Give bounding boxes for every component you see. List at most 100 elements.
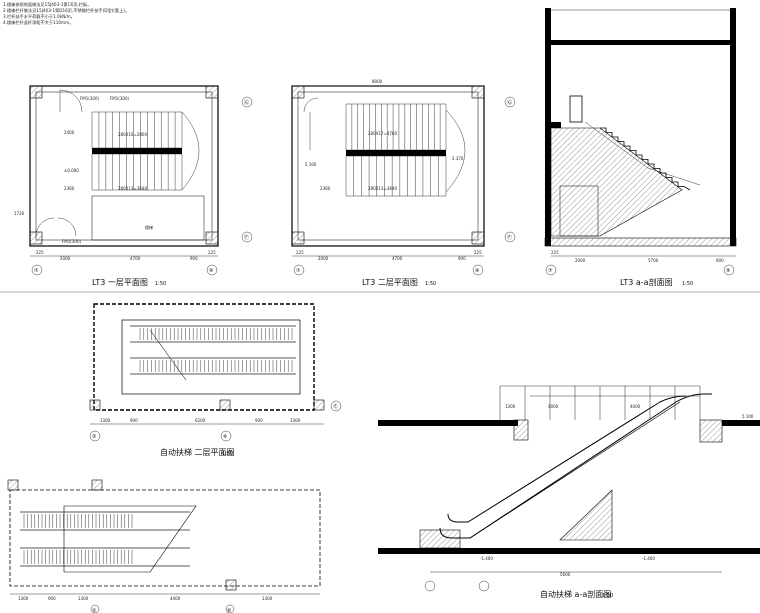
level-label: -1.400 <box>642 556 655 561</box>
stair-mass <box>550 127 683 237</box>
dimension: 1300 <box>262 596 273 601</box>
dimension: 1720 <box>14 211 25 216</box>
stair-landing-beam <box>92 148 182 154</box>
note-line: 4.楼梯栏杆竖杆净距不大于110mm。 <box>3 19 73 26</box>
grid-bubble: ⑧ <box>475 268 480 274</box>
dimension: 1300 <box>18 596 29 601</box>
column <box>205 231 219 245</box>
plan-label: FM1(300) <box>62 239 81 244</box>
dimension: 4700 <box>130 256 141 261</box>
grid-bubble: Ⓖ <box>244 99 249 106</box>
column <box>89 399 101 411</box>
grid-bubble: Ⓔ <box>333 403 338 410</box>
plan-outline <box>9 489 321 587</box>
plan-label: 280X10=2800 <box>118 132 147 137</box>
plan-label: 2.370 <box>452 156 464 161</box>
plan-label: 280X17=4760 <box>368 131 397 136</box>
level-label: 5.100 <box>742 414 754 419</box>
dimension: 900 <box>48 596 56 601</box>
escalator-pit <box>559 489 613 541</box>
esc-plan2-drawing: 1300 900 6200 900 1300 ⑤ ⑥ Ⓔ 自动扶梯 二层平面图 … <box>89 303 342 457</box>
grid-bubble: ⑦ <box>296 268 301 274</box>
escalator-handrail <box>439 393 712 539</box>
stair-arrow <box>445 109 466 193</box>
lt3-plan2-drawing: 8000 5.100 280X17=4760 280X13=3640 2.370… <box>291 79 516 287</box>
general-notes: 1.楼梯参照地面做法见15J403-1第C6页,栏板。 2.楼梯栏杆做法见15J… <box>3 1 129 26</box>
dimension: 4000 <box>630 404 641 409</box>
dimension: 5600 <box>560 572 571 577</box>
plan-label: FM1(300) <box>80 96 99 101</box>
dimension: 900 <box>458 256 466 261</box>
column <box>205 85 219 99</box>
stair-treads <box>91 111 183 149</box>
column <box>471 231 485 245</box>
tread-line <box>149 329 187 381</box>
grid-bubble: Ⓕ <box>507 234 512 241</box>
grid-bubble: Ⓕ <box>244 234 249 241</box>
column <box>29 231 43 245</box>
dimension: 225 <box>551 250 559 255</box>
column <box>219 399 231 411</box>
esc-plan1-drawing: 1300 900 1300 4400 1300 ⑤ ⑥ <box>7 479 321 613</box>
dimension: 4400 <box>170 596 181 601</box>
dimension: 2000 <box>318 256 329 261</box>
column <box>7 479 19 491</box>
escalator-treads <box>20 511 190 567</box>
dimension: 2400 <box>64 130 75 135</box>
lt3-plan1-drawing: FM1(300) FM1(300) FM1(300) ±0.000 280X13… <box>14 85 253 287</box>
dimension: 6200 <box>195 418 206 423</box>
column <box>291 85 305 99</box>
dimension: 4700 <box>392 256 403 261</box>
dimension: 225 <box>36 250 44 255</box>
level-label: -1.400 <box>480 556 493 561</box>
grid-bubble: ⑥ <box>227 608 232 613</box>
dimension: 900 <box>190 256 198 261</box>
drawing-title: 自动扶梯 a-a剖面图 <box>540 589 611 599</box>
dimension: 2000 <box>575 258 586 263</box>
dimension: 225 <box>208 250 216 255</box>
plan-label: 280X13=3640 <box>118 186 147 191</box>
grid-bubble: ⑥ <box>223 434 228 440</box>
dimension: 1300 <box>290 418 301 423</box>
dimension: 2360 <box>320 186 331 191</box>
note-line: 1.楼梯参照地面做法见15J403-1第C6页,栏板。 <box>3 1 91 8</box>
drawing-scale: 1:50 <box>425 281 436 287</box>
note-line: 2.楼梯栏杆做法见15J403-1第D16页,不锈钢栏杆扶手(D型)(套上)。 <box>3 7 129 14</box>
dimension: 225 <box>474 250 482 255</box>
dimension: 1300 <box>100 418 111 423</box>
dimension: 900 <box>716 258 724 263</box>
plan-label: ±0.000 <box>64 168 79 173</box>
dimension: 900 <box>130 418 138 423</box>
esc-section-drawing: 1300 4000 4000 5600 5.100 -1.400 -1.400 … <box>378 385 760 599</box>
drawing-scale: 1:50 <box>222 451 233 457</box>
lt3-section-drawing: 2000 5700 225 900 ⑦ ⑧ LT3 a-a剖面图 1:50 <box>544 8 737 287</box>
drawing-title: LT3 二层平面图 <box>362 278 418 287</box>
drawing-scale: 1:50 <box>682 281 693 287</box>
grid-bubble: ⑤ <box>92 608 96 613</box>
drawing-title: LT3 一层平面图 <box>92 278 148 287</box>
drawing-title: 自动扶梯 二层平面图 <box>160 447 235 457</box>
plan-outline <box>29 85 219 247</box>
note-line: 3.栏杆扶手水平荷载不小于1.0kN/m。 <box>3 13 75 20</box>
grid-bubble: ⑧ <box>209 268 214 274</box>
grid-bubble: ⑧ <box>726 268 731 274</box>
dimension: 1300 <box>505 404 516 409</box>
dimension: 2000 <box>60 256 71 261</box>
column <box>91 479 103 491</box>
grid-bubble: ⑦ <box>34 268 39 274</box>
dimension: 900 <box>255 418 263 423</box>
grid-bubble: ⑤ <box>92 434 96 440</box>
dimension: 5700 <box>648 258 659 263</box>
plan-label: 280X13=3640 <box>368 186 397 191</box>
plan-outline <box>93 303 315 411</box>
dimension: 4000 <box>548 404 559 409</box>
plan-label: 5.100 <box>305 162 317 167</box>
drawing-title: LT3 a-a剖面图 <box>620 277 673 287</box>
grid-bubble: ⑦ <box>548 268 553 274</box>
plan-label: FM1(300) <box>110 96 129 101</box>
grid-bubble: Ⓖ <box>507 99 512 106</box>
plan-label: 楼梯 <box>145 224 153 230</box>
stair-landing-beam <box>346 150 446 156</box>
dimension: 8000 <box>372 79 383 84</box>
